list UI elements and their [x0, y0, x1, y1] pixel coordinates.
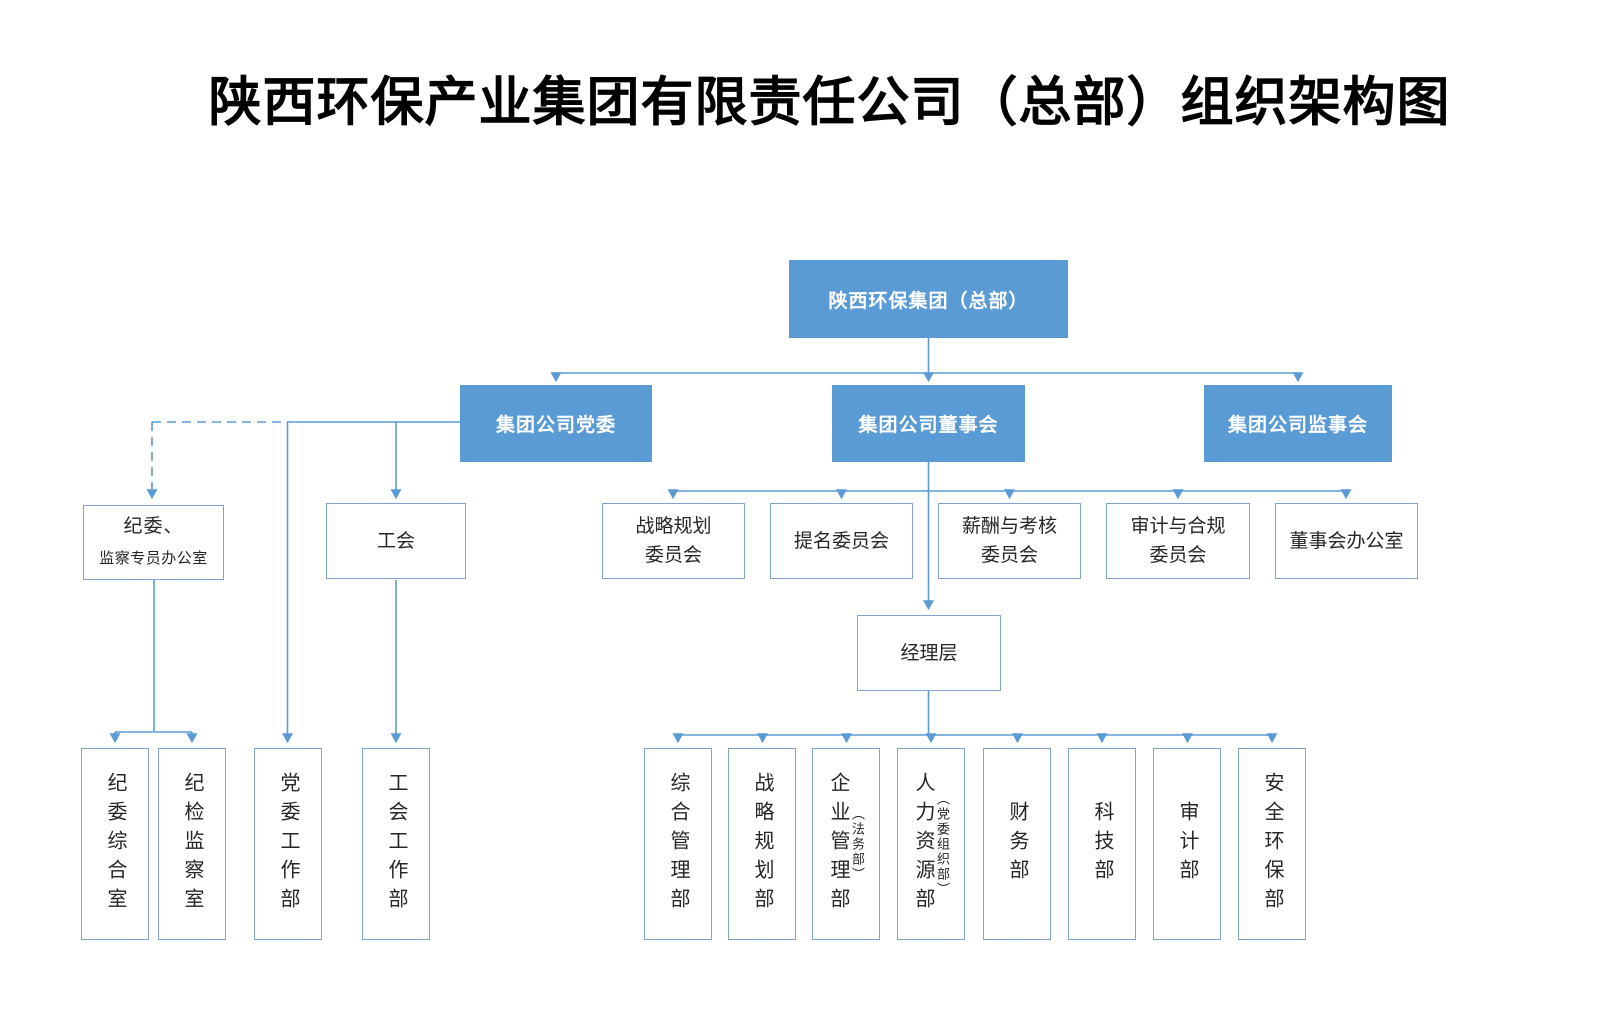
node-board: 集团公司董事会	[832, 385, 1025, 462]
mgmt-dept-node: 财务部	[983, 748, 1051, 940]
party-dept-label: 纪委综合室	[104, 771, 126, 917]
dept-main-label: 审计部	[1176, 800, 1198, 888]
party-dept-node: 纪检监察室	[158, 748, 226, 940]
dept-sub-label: （党委组织部）	[935, 791, 950, 897]
board-committee-node: 董事会办公室	[1275, 503, 1418, 579]
node-supervisory-board: 集团公司监事会	[1204, 385, 1392, 462]
dept-sub-label: （法务部）	[850, 806, 865, 882]
dept-main-label: 综合管理部	[667, 771, 689, 917]
mgmt-dept-node: 企业管理部 （法务部）	[812, 748, 880, 940]
mgmt-dept-node: 人力资源部 （党委组织部）	[897, 748, 965, 940]
node-party-committee: 集团公司党委	[460, 385, 652, 462]
party-dept-node: 党委工作部	[254, 748, 322, 940]
board-committee-node: 薪酬与考核 委员会	[938, 503, 1081, 579]
board-committee-node: 审计与合规 委员会	[1106, 503, 1250, 579]
mgmt-dept-node: 安全环保部	[1238, 748, 1306, 940]
party-dept-node: 工会工作部	[362, 748, 430, 940]
connector-group	[109, 338, 1352, 744]
dept-main-label: 战略规划部	[751, 771, 773, 917]
node-management-layer: 经理层	[857, 615, 1001, 691]
board-committee-node: 战略规划 委员会	[602, 503, 745, 579]
mgmt-dept-node: 综合管理部	[644, 748, 712, 940]
dept-main-label: 人力资源部	[912, 771, 934, 917]
mgmt-dept-node: 战略规划部	[728, 748, 796, 940]
node-discipline-office: 纪委、 监察专员办公室	[83, 505, 224, 580]
dept-main-label: 安全环保部	[1261, 771, 1283, 917]
party-dept-label: 纪检监察室	[181, 771, 203, 917]
discipline-office-line1: 纪委、	[123, 516, 184, 538]
node-hq: 陕西环保集团（总部）	[789, 260, 1068, 338]
party-dept-node: 纪委综合室	[81, 748, 149, 940]
dept-main-label: 企业管理部	[827, 771, 849, 917]
page-title: 陕西环保产业集团有限责任公司（总部）组织架构图	[208, 74, 1451, 132]
mgmt-dept-node: 审计部	[1153, 748, 1221, 940]
node-labor-union: 工会	[326, 503, 466, 579]
dept-main-label: 财务部	[1006, 800, 1028, 888]
board-committee-node: 提名委员会	[770, 503, 913, 579]
party-dept-label: 工会工作部	[385, 771, 407, 917]
discipline-office-line2: 监察专员办公室	[99, 549, 208, 567]
mgmt-dept-node: 科技部	[1068, 748, 1136, 940]
party-dept-label: 党委工作部	[277, 771, 299, 917]
dept-main-label: 科技部	[1091, 800, 1113, 888]
